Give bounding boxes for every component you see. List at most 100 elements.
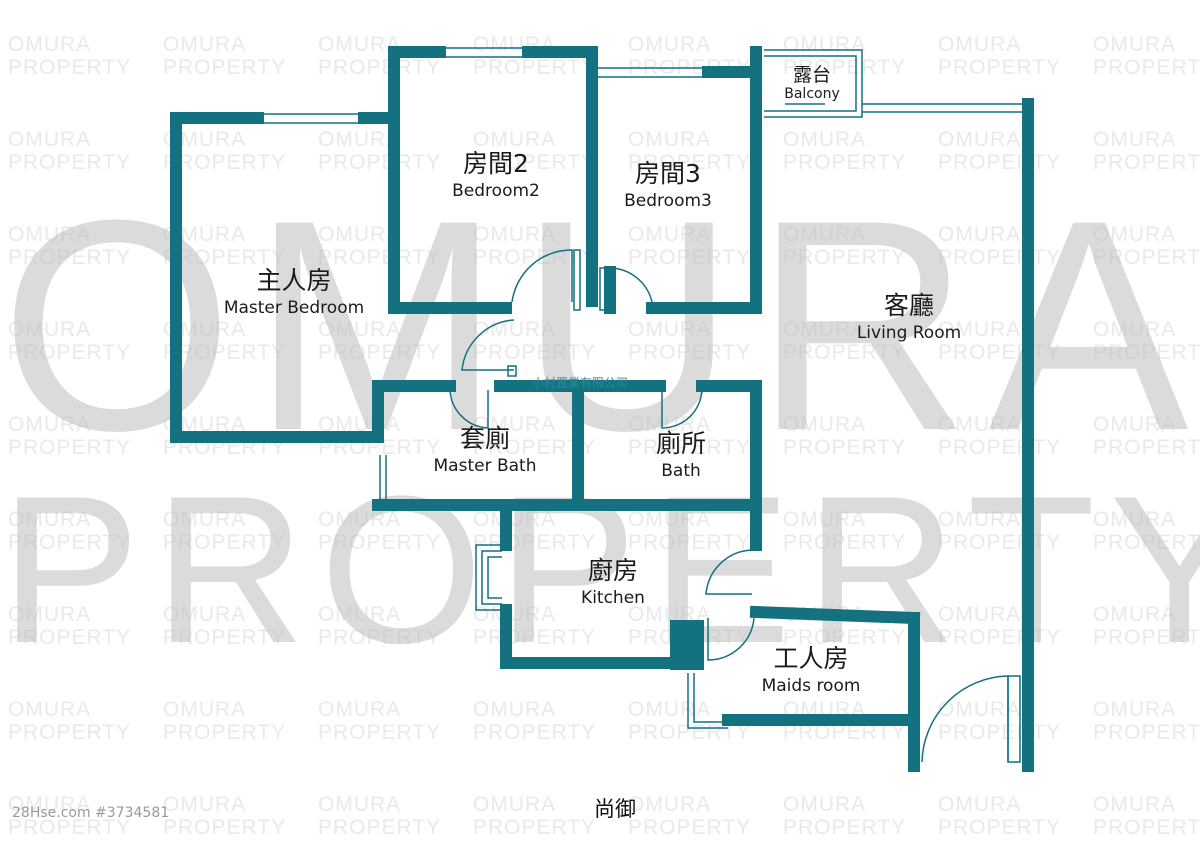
watermark-tile-brand: OMURA	[8, 508, 92, 531]
watermark-tile-brand: OMURA	[628, 33, 712, 56]
watermark-tile-tagline: PROPERTY	[163, 56, 287, 79]
watermark-tile-brand: OMURA	[473, 413, 557, 436]
door-bath	[661, 387, 703, 429]
watermark-tile-tagline: PROPERTY	[163, 341, 287, 364]
watermark-tile-brand: OMURA	[163, 603, 247, 626]
watermark-tile-tagline: PROPERTY	[1093, 816, 1200, 839]
balcony-railing-inner	[764, 55, 857, 112]
watermark-tile-brand: OMURA	[318, 603, 402, 626]
windows	[258, 47, 1022, 729]
room-master-bedroom-zh: 主人房	[256, 266, 332, 295]
structural-column	[670, 620, 704, 670]
watermark-tile-brand: OMURA	[1093, 793, 1177, 816]
door-bedroom3	[609, 267, 653, 303]
wall-bedroom3	[646, 66, 762, 314]
watermark-tile-tagline: PROPERTY	[163, 626, 287, 649]
watermark-tile-tagline: PROPERTY	[783, 151, 907, 174]
watermark-tile-brand: OMURA	[938, 128, 1022, 151]
door-main-entrance	[921, 675, 1009, 763]
watermark-tile-tagline: PROPERTY	[473, 436, 597, 459]
door-corridor	[461, 319, 515, 371]
watermark-tile-tagline: PROPERTY	[318, 151, 442, 174]
watermark-tile-brand: OMURA	[938, 793, 1022, 816]
watermark-tile-brand: OMURA	[163, 413, 247, 436]
watermark-tile-brand: OMURA	[783, 793, 867, 816]
wall-bath-east	[696, 380, 762, 551]
walls	[170, 46, 1034, 772]
room-master-bath-zh: 套廁	[459, 424, 510, 453]
watermark-tile-brand: OMURA	[1093, 318, 1177, 341]
watermark-tile-tagline: PROPERTY	[628, 436, 752, 459]
watermark-tile-brand: OMURA	[938, 413, 1022, 436]
watermark-tile-tagline: PROPERTY	[1093, 626, 1200, 649]
watermark-tile-brand: OMURA	[628, 128, 712, 151]
watermark-tile-brand: OMURA	[783, 223, 867, 246]
watermark-tile-tagline: PROPERTY	[163, 816, 287, 839]
watermark-tile-brand: OMURA	[938, 698, 1022, 721]
watermark-tile-tagline: PROPERTY	[473, 341, 597, 364]
watermark-tile-tagline: PROPERTY	[473, 721, 597, 744]
balcony-railing-outer	[764, 49, 863, 118]
door-master-bath	[449, 389, 489, 429]
door-kitchen	[705, 549, 753, 595]
window-kitchen-outer	[475, 544, 502, 611]
watermark-tile-tagline: PROPERTY	[628, 246, 752, 269]
watermark-tile-brand: OMURA	[628, 413, 712, 436]
watermark-tile-tagline: PROPERTY	[163, 151, 287, 174]
watermark-tile-brand: OMURA	[8, 223, 92, 246]
watermark-tile-tagline: PROPERTY	[783, 436, 907, 459]
watermark-tile-tagline: PROPERTY	[318, 626, 442, 649]
watermark-tile-tagline: PROPERTY	[783, 721, 907, 744]
room-maids-room-zh: 工人房	[773, 644, 849, 673]
watermark-tile-tagline: PROPERTY	[783, 816, 907, 839]
watermark-tile-brand: OMURA	[163, 223, 247, 246]
watermark-tile-tagline: PROPERTY	[163, 246, 287, 269]
watermark-tile-tagline: PROPERTY	[1093, 721, 1200, 744]
room-bedroom3-zh: 房間3	[635, 159, 701, 188]
watermark-tile-tagline: PROPERTY	[1093, 341, 1200, 364]
watermark-tile-tagline: PROPERTY	[783, 531, 907, 554]
room-kitchen-zh: 廚房	[587, 556, 638, 585]
room-kitchen: 廚房 Kitchen	[553, 555, 673, 609]
watermark-tile-tagline: PROPERTY	[318, 721, 442, 744]
window-maids-outer	[687, 673, 728, 729]
watermark-tile-tagline: PROPERTY	[8, 626, 132, 649]
watermark-tile-tagline: PROPERTY	[318, 246, 442, 269]
watermark-tile-tagline: PROPERTY	[938, 56, 1062, 79]
watermark-tile-tagline: PROPERTY	[783, 626, 907, 649]
door-corridor-leaf	[507, 365, 517, 377]
watermark-tile-tagline: PROPERTY	[1093, 531, 1200, 554]
watermark-tile-brand: OMURA	[473, 128, 557, 151]
watermark-tile-tagline: PROPERTY	[938, 816, 1062, 839]
doors	[449, 249, 1021, 763]
watermark-tile-brand: OMURA	[628, 223, 712, 246]
room-master-bedroom: 主人房 Master Bedroom	[204, 265, 384, 319]
watermark-tile-tagline: PROPERTY	[318, 341, 442, 364]
agency-name: 小村置業有限公司	[532, 376, 629, 390]
watermark-tile-tagline: PROPERTY	[628, 721, 752, 744]
watermark-tile-brand: OMURA	[8, 128, 92, 151]
estate-name: 尚御	[594, 797, 636, 821]
watermark-tile-brand: OMURA	[163, 793, 247, 816]
watermark-tile-brand: OMURA	[473, 603, 557, 626]
watermark-tile-brand: OMURA	[628, 318, 712, 341]
watermark-tile-brand: OMURA	[783, 508, 867, 531]
